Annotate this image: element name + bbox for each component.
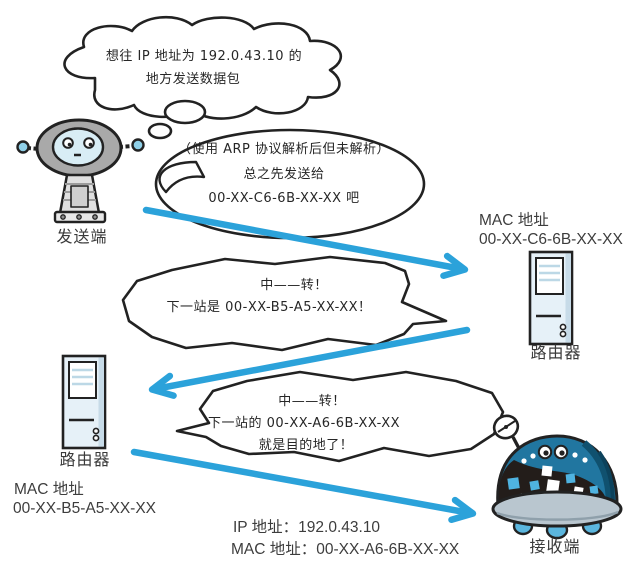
sender-speech-line-2: 总之先发送给 <box>243 167 325 182</box>
receiver-mac-line: MAC 地址：00-XX-A6-6B-XX-XX <box>231 541 460 558</box>
router-left-speech-line-2: 下一站的 00-XX-A6-6B-XX-XX <box>207 416 401 431</box>
sender-speech-line-3: 00-XX-C6-6B-XX-XX 吧 <box>208 191 360 206</box>
router-right-speech-line-1: 中——转！ <box>260 278 328 293</box>
thought-cloud-icon <box>63 15 343 140</box>
sender-robot-icon <box>16 118 145 224</box>
arrow-router2-to-receiver <box>130 448 477 524</box>
sender-label: 发送端 <box>56 229 108 246</box>
router-left-speech-cloud <box>175 370 505 463</box>
arrow-sender-to-router1 <box>142 206 469 279</box>
router-right-mac-title: MAC 地址 <box>479 212 549 229</box>
router-left-icon <box>61 354 107 450</box>
router-left-speech-line-3: 就是目的地了！ <box>258 438 354 453</box>
router-left-label: 路由器 <box>59 452 111 469</box>
thought-line-1: 想往 IP 地址为 192.0.43.10 的 <box>105 49 303 64</box>
sender-speech-line-1: （使用 ARP 协议解析后但未解析） <box>177 142 391 157</box>
receiver-robot-icon <box>491 414 623 540</box>
thought-line-2: 地方发送数据包 <box>145 72 241 87</box>
router-right-icon <box>528 250 574 346</box>
receiver-ip-line: IP 地址：192.0.43.10 <box>233 519 381 536</box>
router-right-mac-value: 00-XX-C6-6B-XX-XX <box>479 231 623 248</box>
router-left-mac-title: MAC 地址 <box>14 481 84 498</box>
router-left-speech-line-1: 中——转！ <box>278 394 346 409</box>
router-left-mac-value: 00-XX-B5-A5-XX-XX <box>13 500 156 517</box>
router-right-label: 路由器 <box>530 345 582 362</box>
router-right-speech-line-2: 下一站是 00-XX-B5-A5-XX-XX！ <box>166 300 372 315</box>
sender-speech-bubble <box>154 128 426 240</box>
packet-flow-arrows <box>130 206 477 524</box>
router-right-speech-cloud <box>121 255 448 352</box>
arrow-router1-to-router2 <box>148 326 471 399</box>
receiver-label: 接收端 <box>529 539 581 556</box>
